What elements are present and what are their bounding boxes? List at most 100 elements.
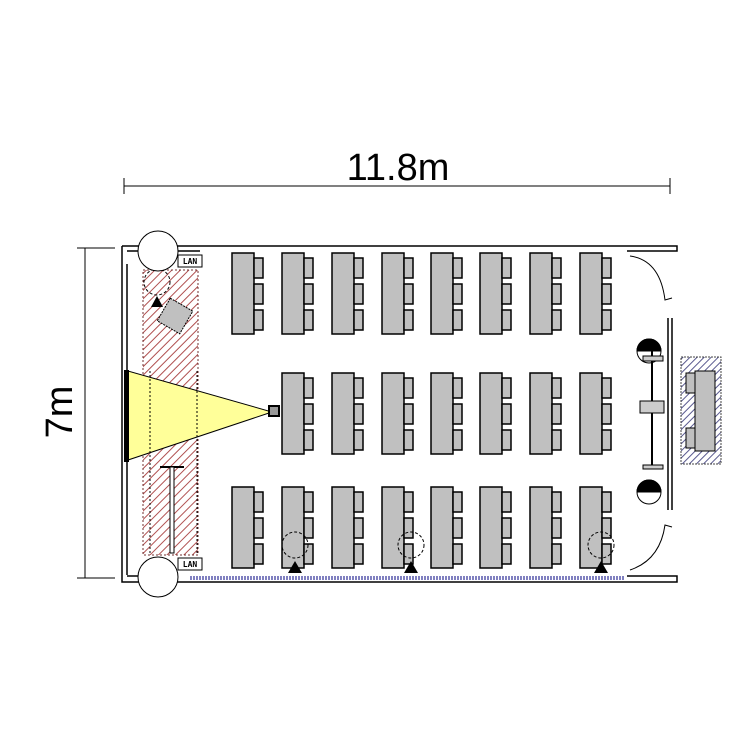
chair [303, 543, 314, 565]
chair [601, 377, 612, 399]
desk [281, 252, 305, 335]
desk-front-3 [331, 252, 364, 335]
chair [452, 283, 463, 305]
chair [403, 543, 414, 565]
av-rack [636, 338, 665, 505]
door-bottom[interactable] [629, 524, 673, 571]
lan-port-top: LAN [177, 254, 203, 268]
desk-front-7 [529, 252, 562, 335]
camera-icon [587, 531, 615, 559]
desk [529, 252, 553, 335]
desk-front-6 [479, 252, 512, 335]
desk [479, 372, 503, 455]
chair [601, 309, 612, 331]
chair [551, 491, 562, 513]
chair [403, 257, 414, 279]
chair [501, 377, 512, 399]
chair [303, 309, 314, 331]
side-desk [680, 356, 722, 465]
chair [303, 429, 314, 451]
speaker-icon [594, 561, 608, 573]
desk-back-4 [381, 486, 414, 569]
desk [231, 252, 255, 335]
chair [403, 377, 414, 399]
chair [601, 257, 612, 279]
desk [281, 372, 305, 455]
whiteboard-icon [160, 466, 184, 554]
desk-middle-7 [529, 372, 562, 455]
chair [501, 491, 512, 513]
chair [403, 491, 414, 513]
chair [452, 517, 463, 539]
desk [430, 486, 454, 569]
lan-port-bottom: LAN [177, 557, 203, 571]
desk-back-7 [529, 486, 562, 569]
desk-front-1 [231, 252, 264, 335]
camera-icon [397, 531, 425, 559]
pillar-top [137, 230, 179, 272]
desk [529, 486, 553, 569]
chair [452, 257, 463, 279]
chair [601, 543, 612, 565]
desk [381, 486, 405, 569]
chair [303, 491, 314, 513]
width-dimension: 11.8m [123, 147, 671, 194]
camera-icon [281, 531, 309, 559]
chair [551, 377, 562, 399]
chair [501, 309, 512, 331]
door-top[interactable] [629, 255, 673, 301]
desk [231, 486, 255, 569]
desk [579, 372, 603, 455]
desk-middle-6 [479, 372, 512, 455]
desk [479, 252, 503, 335]
desk-back-6 [479, 486, 512, 569]
chair [403, 309, 414, 331]
chair [253, 309, 264, 331]
chair [303, 517, 314, 539]
lan-label-top: LAN [183, 257, 198, 266]
desk-back-2 [281, 486, 314, 569]
chair [403, 429, 414, 451]
chair [601, 403, 612, 425]
desk [331, 252, 355, 335]
chair [501, 283, 512, 305]
chair [253, 543, 264, 565]
chair [353, 517, 364, 539]
chair [452, 403, 463, 425]
chair [551, 309, 562, 331]
chair [551, 517, 562, 539]
chair [353, 491, 364, 513]
chair [253, 491, 264, 513]
chair [501, 403, 512, 425]
chair [303, 283, 314, 305]
desk-back-5 [430, 486, 463, 569]
chair [253, 283, 264, 305]
chair [601, 491, 612, 513]
desk-back-3 [331, 486, 364, 569]
desk-middle-3 [331, 372, 364, 455]
height-dimension: 7m [39, 247, 115, 579]
chair [551, 429, 562, 451]
chair [551, 543, 562, 565]
desk [579, 486, 603, 569]
speaker-icon [288, 561, 302, 573]
chair [501, 257, 512, 279]
chair [353, 429, 364, 451]
chair [452, 543, 463, 565]
chair [601, 517, 612, 539]
chair [501, 543, 512, 565]
chair [303, 377, 314, 399]
desk-back-1 [231, 486, 264, 569]
projector-icon [268, 405, 280, 417]
speaker-icon [404, 561, 418, 573]
desk [381, 372, 405, 455]
chair [403, 283, 414, 305]
chair [253, 517, 264, 539]
desk-front-8 [579, 252, 612, 335]
chair [303, 257, 314, 279]
desk-front-4 [381, 252, 414, 335]
chair [452, 429, 463, 451]
chair [452, 309, 463, 331]
chair [551, 403, 562, 425]
